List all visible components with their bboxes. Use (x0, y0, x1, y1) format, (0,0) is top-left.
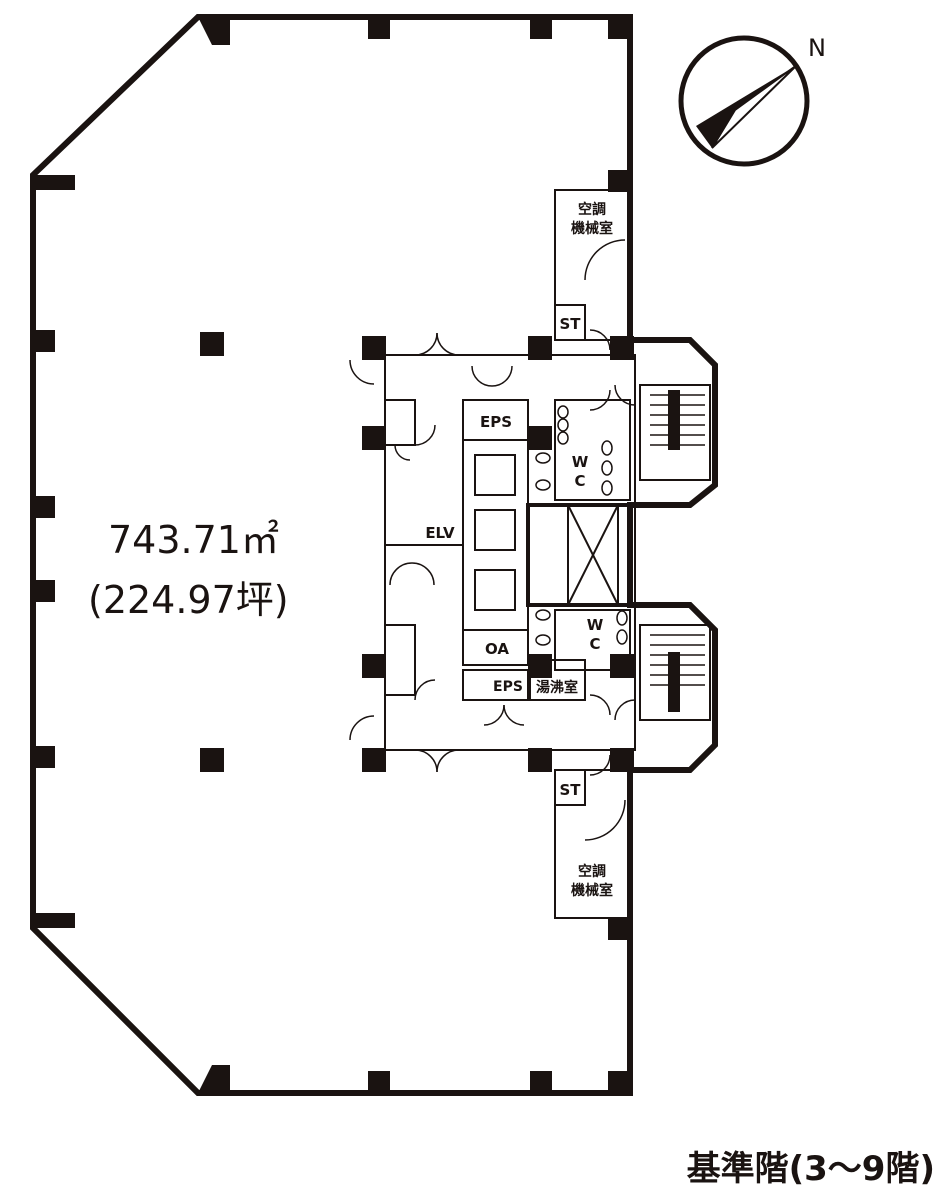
kitchenette-label: 湯沸室 (536, 679, 578, 696)
ac-room-bottom-line1: 空調 (578, 863, 606, 880)
st-bottom-label: ST (559, 781, 581, 799)
floor-area-tsubo: (224.97坪) (88, 578, 289, 622)
ac-room-top-line2: 機械室 (571, 220, 613, 237)
north-label: N (808, 34, 826, 62)
wc-bottom-w: W (587, 616, 604, 634)
st-top-label: ST (559, 315, 581, 333)
wc-top-w: W (572, 453, 589, 471)
elv-label: ELV (425, 524, 455, 542)
wc-bottom-c: C (589, 635, 600, 653)
floor-caption: 基準階(3〜9階) (687, 1149, 935, 1189)
eps-top-label: EPS (480, 413, 512, 431)
north-compass: N (678, 34, 826, 167)
columns (33, 17, 634, 1093)
core-walls (349, 189, 711, 919)
wc-top-c: C (574, 472, 585, 490)
eps-bottom-label: EPS (493, 679, 523, 695)
floor-area-sqm: 743.71㎡ (108, 518, 279, 562)
ac-room-bottom-line2: 機械室 (571, 882, 613, 899)
oa-label: OA (485, 640, 509, 658)
ac-room-top-line1: 空調 (578, 201, 606, 218)
